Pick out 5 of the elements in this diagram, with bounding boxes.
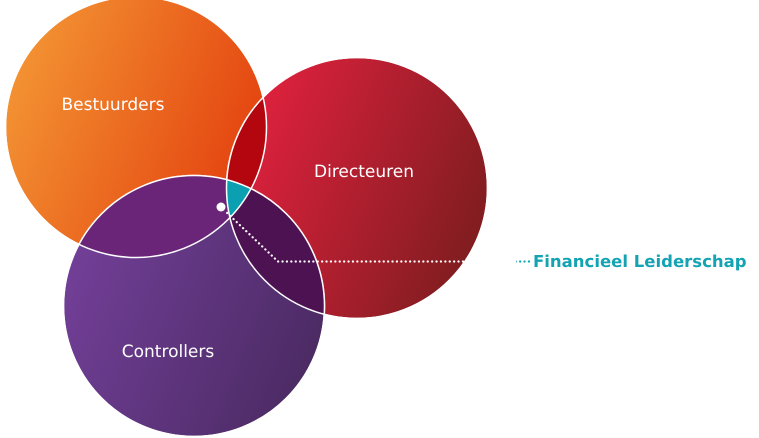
circle-label: Controllers	[122, 342, 214, 362]
callout-label: Financieel Leiderschap	[533, 252, 747, 271]
circle-label: Bestuurders	[62, 95, 164, 115]
circle-label: Directeuren	[314, 162, 414, 182]
leader-line	[223, 209, 530, 263]
